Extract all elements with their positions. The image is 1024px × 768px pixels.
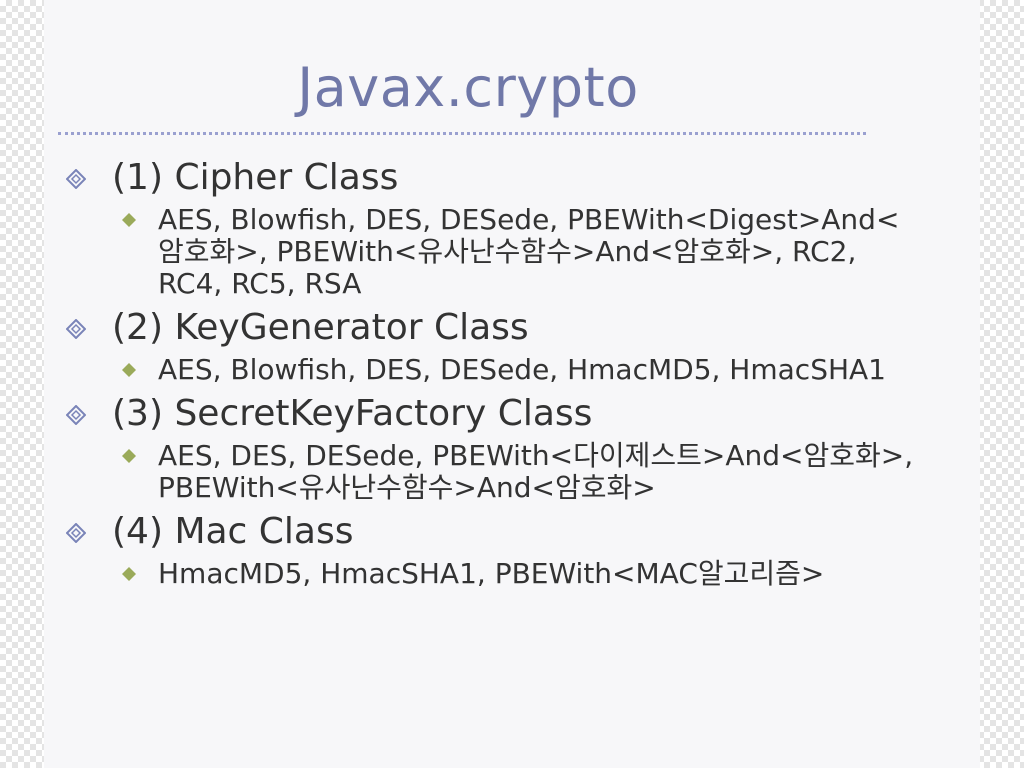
bullet-item-4: (4) Mac Class	[62, 508, 942, 556]
sub-bullet-item-4: HmacMD5, HmacSHA1, PBEWith<MAC알고리즘>	[62, 558, 918, 590]
hollow-diamond-icon	[66, 169, 86, 189]
filled-diamond-icon	[122, 567, 136, 581]
sub-bullet-item-1: AES, Blowfish, DES, DESede, PBEWith<Dige…	[62, 204, 918, 300]
bullet-heading-3: (3) SecretKeyFactory Class	[112, 393, 593, 434]
bullet-item-1: (1) Cipher Class	[62, 154, 942, 202]
bullet-item-3: (3) SecretKeyFactory Class	[62, 390, 942, 438]
bullet-heading-1: (1) Cipher Class	[112, 157, 399, 198]
slide-content: (1) Cipher Class AES, Blowfish, DES, DES…	[62, 150, 942, 594]
slide	[44, 0, 980, 768]
sub-bullet-item-3: AES, DES, DESede, PBEWith<다이제스트>And<암호화>…	[62, 440, 918, 504]
hollow-diamond-icon	[66, 523, 86, 543]
hollow-diamond-icon	[66, 405, 86, 425]
filled-diamond-icon	[122, 363, 136, 377]
slide-title: Javax.crypto	[297, 56, 639, 119]
sub-bullet-item-2: AES, Blowfish, DES, DESede, HmacMD5, Hma…	[62, 354, 918, 386]
sub-bullet-text-1: AES, Blowfish, DES, DESede, PBEWith<Dige…	[158, 203, 900, 300]
filled-diamond-icon	[122, 449, 136, 463]
sub-bullet-text-3: AES, DES, DESede, PBEWith<다이제스트>And<암호화>…	[158, 439, 914, 504]
bullet-item-2: (2) KeyGenerator Class	[62, 304, 942, 352]
bullet-heading-2: (2) KeyGenerator Class	[112, 307, 529, 348]
filled-diamond-icon	[122, 213, 136, 227]
sub-bullet-text-2: AES, Blowfish, DES, DESede, HmacMD5, Hma…	[158, 353, 886, 386]
sub-bullet-text-4: HmacMD5, HmacSHA1, PBEWith<MAC알고리즘>	[158, 557, 825, 590]
hollow-diamond-icon	[66, 319, 86, 339]
title-divider	[58, 132, 866, 135]
bullet-heading-4: (4) Mac Class	[112, 511, 354, 552]
